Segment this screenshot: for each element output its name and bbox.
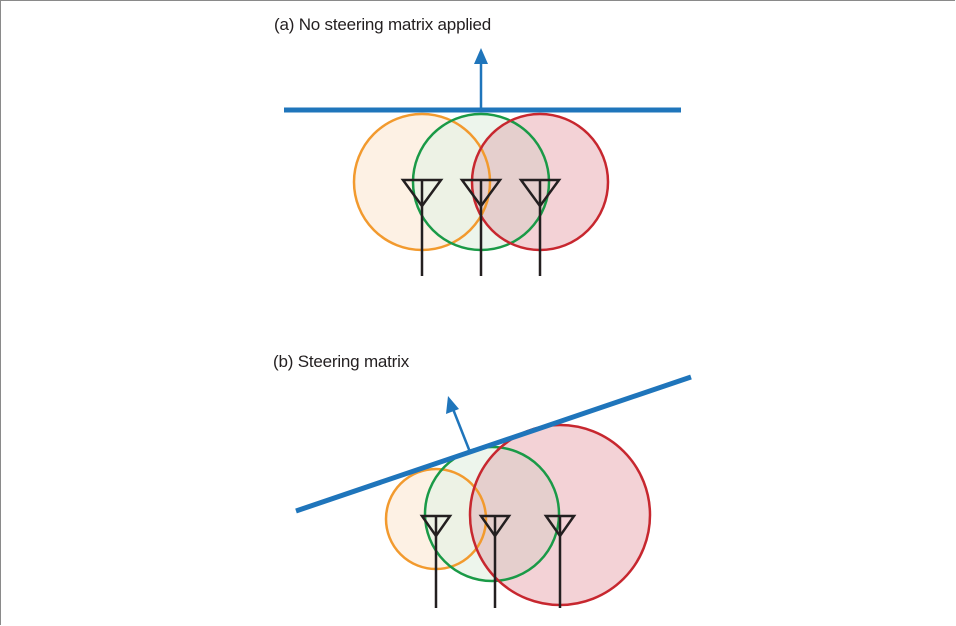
panel-b-antenna-2 [478,514,512,608]
panel-a-antenna-1 [400,178,444,276]
panel-b-overlap-fill [470,447,559,581]
panel-b-diagram [295,374,692,608]
panel-b-caption: (b) Steering matrix [273,352,410,371]
panel-b-direction-arrow-shaft [451,408,472,453]
panel-b-antenna-1 [419,514,453,608]
panel-a-caption: (a) No steering matrix applied [274,15,491,34]
panel-a-direction-arrow-head [474,48,488,64]
panel-a-antenna-3 [518,178,562,276]
panel-a-diagram [284,48,681,276]
panel-b-antenna-3 [543,514,577,608]
panel-b-wavefront [295,374,692,514]
panel-a-antenna-2 [459,178,503,276]
panel-b-direction-arrow-head [446,396,459,414]
